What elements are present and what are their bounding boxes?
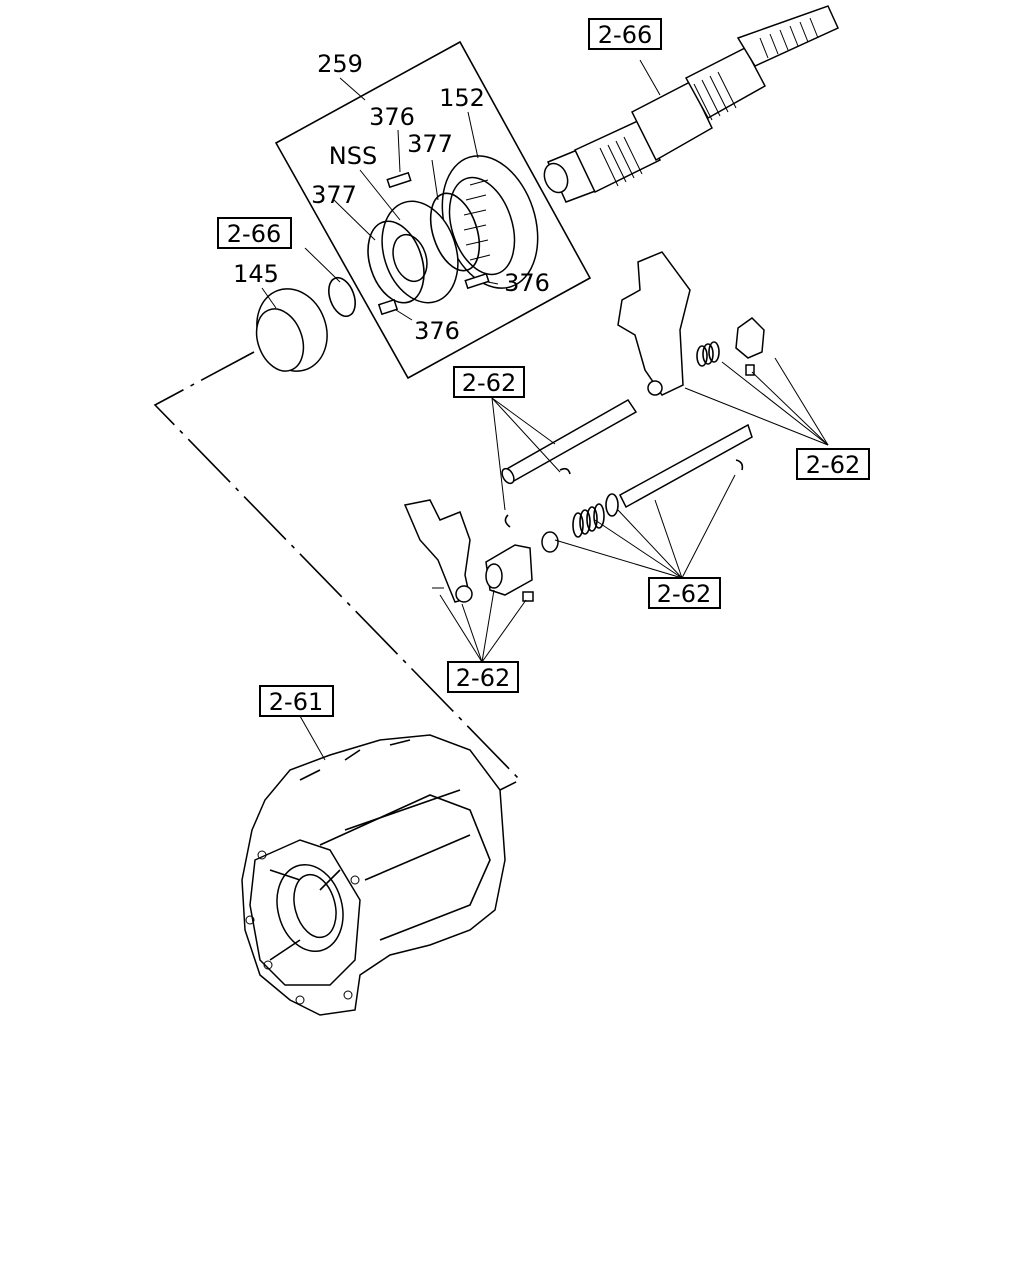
- ref-box-2-61: 2-61: [259, 685, 334, 717]
- part-label-376-bottom: 376: [414, 317, 460, 345]
- part-label-377-left: 377: [311, 181, 357, 209]
- ref-box-2-66-left: 2-66: [217, 217, 292, 249]
- shift-rod-lower: [491, 397, 753, 579]
- svg-text:2-62: 2-62: [657, 580, 711, 608]
- shift-fork-left: [403, 499, 534, 663]
- svg-text:2-61: 2-61: [269, 688, 323, 716]
- shift-rod-upper: [491, 397, 638, 485]
- part-label-259: 259: [317, 50, 363, 78]
- svg-text:2-62: 2-62: [462, 369, 516, 397]
- svg-text:2-62: 2-62: [806, 451, 860, 479]
- svg-text:2-62: 2-62: [456, 664, 510, 692]
- shift-fork-right: [617, 251, 829, 446]
- ref-box-2-62-lower: 2-62: [447, 661, 519, 693]
- part-label-145: 145: [233, 260, 279, 288]
- part-label-376-right: 376: [504, 269, 550, 297]
- ref-box-2-62-upper: 2-62: [453, 366, 525, 398]
- synchronizer-assembly: [274, 40, 592, 380]
- part-label-376-top: 376: [369, 103, 415, 131]
- part-label-377-right: 377: [407, 130, 453, 158]
- part-label-152: 152: [439, 84, 485, 112]
- alignment-line: [153, 351, 522, 796]
- svg-text:2-66: 2-66: [227, 220, 281, 248]
- ref-box-2-62-right: 2-62: [796, 448, 870, 480]
- main-shaft: [543, 5, 839, 203]
- transmission-case: [241, 715, 506, 1016]
- svg-text:2-66: 2-66: [598, 21, 652, 49]
- gear-145: [255, 247, 356, 372]
- ref-box-2-66-top: 2-66: [588, 18, 662, 50]
- ref-box-2-62-mid: 2-62: [648, 577, 721, 609]
- part-label-nss: NSS: [329, 142, 377, 170]
